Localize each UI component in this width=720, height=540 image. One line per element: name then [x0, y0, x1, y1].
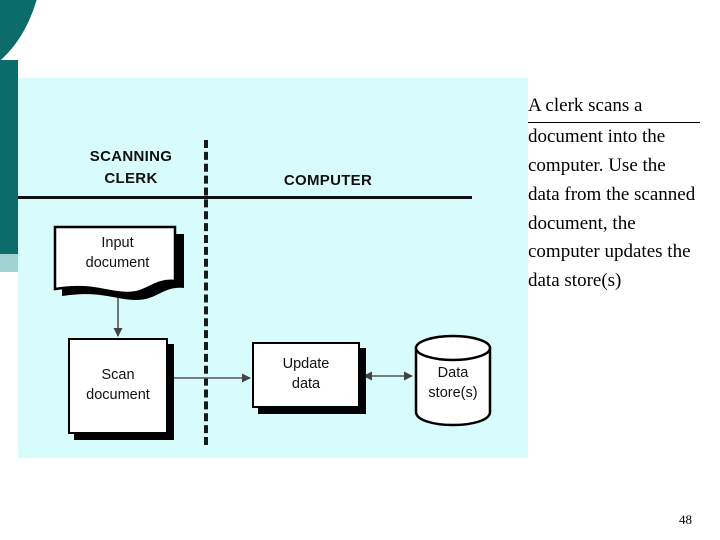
- node-scan-document[interactable]: Scan document: [68, 338, 174, 440]
- node-data-store-label: Data store(s): [428, 365, 478, 401]
- arrow-layer: [113, 296, 413, 383]
- lane-title-scanning-clerk: SCANNING CLERK: [89, 148, 173, 187]
- decorative-left-bar: [0, 60, 18, 256]
- diagram-panel: SCANNING CLERK COMPUTER Input document S: [18, 78, 528, 458]
- node-data-store[interactable]: Data store(s): [414, 334, 492, 427]
- node-scan-document-label: Scan document: [68, 338, 168, 434]
- lane-title-computer: COMPUTER: [283, 172, 373, 189]
- node-input-document[interactable]: Input document: [53, 225, 184, 300]
- decorative-left-bar-fade: [0, 254, 18, 272]
- node-input-document-label: Input document: [85, 235, 150, 271]
- node-update-data[interactable]: Update data: [252, 342, 366, 414]
- lane-divider-dashed: [204, 140, 208, 445]
- page-number: 48: [679, 512, 692, 527]
- lane-header-rule: [18, 196, 472, 199]
- node-update-data-label: Update data: [252, 342, 360, 408]
- body-text-rest: document into the computer. Use the data…: [528, 125, 696, 292]
- body-text-first-line: A clerk scans a: [528, 92, 700, 123]
